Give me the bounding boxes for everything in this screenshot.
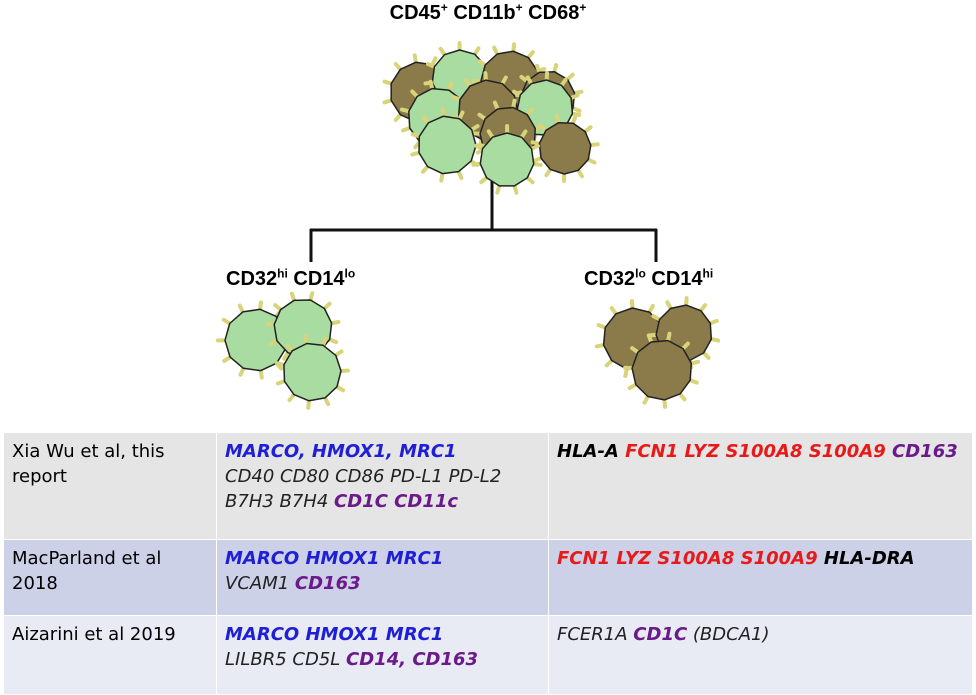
marker-text: LILBR5 CD5L [225,649,346,670]
brown-macrophage-cell [532,116,597,181]
cd14hi-markers-cell: FCER1A CD1C (BDCA1) [549,616,973,695]
cell-clusters [218,43,718,408]
cell-body [539,123,590,174]
marker-text: MARCO, HMOX1, MRC1 [225,441,457,462]
cell-body [284,344,341,401]
cell-body [632,341,691,400]
marker-text: (BDCA1) [687,624,769,645]
reference-cell: MacParland et al 2018 [4,540,217,616]
macrophage-hierarchy-diagram [0,0,976,430]
marker-text: HLA-A [557,441,625,462]
cd14hi-markers-cell: HLA-A FCN1 LYZ S100A8 S100A9 CD163 [549,433,973,540]
marker-text: CD163 [892,441,958,462]
marker-text: CD1C CD11c [334,491,458,512]
marker-text: VCAM1 [225,573,295,594]
marker-text: FCN1 LYZ S100A8 S100A9 [557,548,824,569]
reference-cell: Xia Wu et al, this report [4,433,217,540]
marker-text: CD1C [633,624,687,645]
marker-text: CD163 [295,573,361,594]
cd14hi-markers-cell: FCN1 LYZ S100A8 S100A9 HLA-DRA [549,540,973,616]
marker-text: CD14, CD163 [346,649,478,670]
marker-text: MARCO HMOX1 MRC1 [225,624,443,645]
reference-cell: Aizarini et al 2019 [4,616,217,695]
marker-text: FCER1A [557,624,633,645]
green-macrophage-cell [277,337,348,408]
cell-body [480,133,533,186]
marker-text: MARCO HMOX1 MRC1 [225,548,443,569]
marker-text: HLA-DRA [824,548,915,569]
hierarchy-connector [310,178,657,262]
marker-text: FCN1 LYZ S100A8 S100A9 [625,441,892,462]
